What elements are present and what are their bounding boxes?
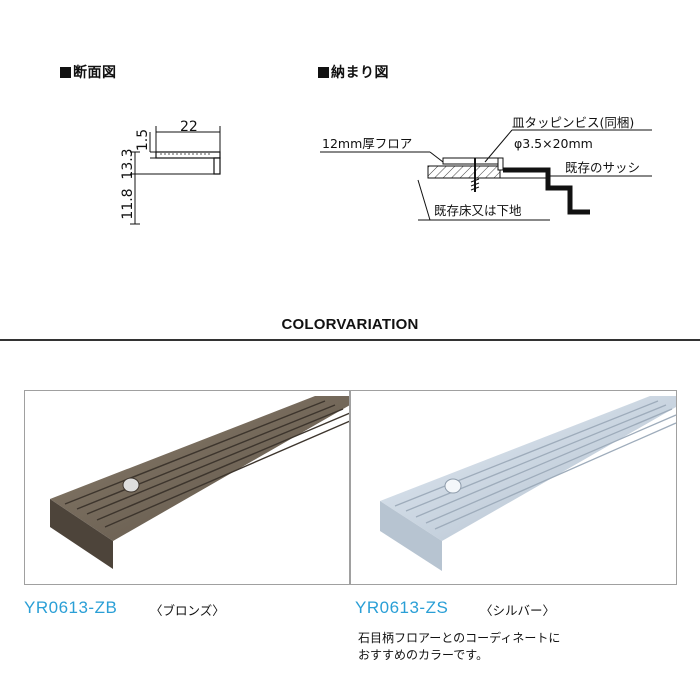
- note-line: 石目柄フロアーとのコーディネートに: [358, 631, 561, 645]
- product-code-bronze: YR0613-ZB: [24, 598, 118, 617]
- screw-hole-icon: [444, 478, 462, 494]
- floor-board: [427, 165, 501, 179]
- dim-leg: 11.8: [120, 188, 136, 219]
- dim-width: 22: [180, 119, 198, 135]
- color-variation-title: COLORVARIATION: [281, 316, 419, 333]
- installation-diagram: 12mm厚フロア 皿タッピンビス(同梱) φ3.5×20mm 既存のサッシ 既存…: [320, 115, 652, 221]
- installation-heading: 納まり図: [318, 62, 389, 82]
- dim-height: 13.3: [120, 148, 136, 179]
- label-screw: 皿タッピンビス(同梱): [512, 115, 634, 130]
- square-bullet-icon: [318, 67, 329, 78]
- screw-hole-icon: [122, 477, 140, 493]
- bronze-profile-image: [50, 396, 350, 569]
- dim-thickness: 1.5: [135, 129, 151, 151]
- divider: [0, 339, 700, 341]
- label-sash: 既存のサッシ: [565, 160, 640, 175]
- color-name-bronze: 〈ブロンズ〉: [150, 603, 225, 618]
- cross-section-heading: 断面図: [60, 62, 117, 82]
- profile-top: [155, 151, 221, 159]
- label-subfloor: 既存床又は下地: [434, 203, 522, 218]
- label-floor: 12mm厚フロア: [322, 136, 412, 151]
- sash-profile: [503, 167, 590, 215]
- trim-piece: [442, 157, 499, 165]
- label-screw-size: φ3.5×20mm: [514, 136, 593, 151]
- swatch-silver: [349, 390, 677, 585]
- cross-section-diagram: 22 13.3 11.8 1.5: [120, 119, 221, 225]
- note-line: おすすめのカラーです。: [358, 648, 489, 662]
- swatch-bronze: [24, 390, 351, 585]
- recommendation-note: 石目柄フロアーとのコーディネートに おすすめのカラーです。: [358, 630, 658, 664]
- installation-title: 納まり図: [331, 65, 389, 81]
- profile-leg: [213, 157, 221, 175]
- silver-profile-image: [380, 396, 676, 571]
- square-bullet-icon: [60, 67, 71, 78]
- cross-section-title: 断面図: [73, 65, 117, 81]
- color-name-silver: 〈シルバー〉: [480, 603, 556, 618]
- product-code-silver: YR0613-ZS: [355, 598, 449, 617]
